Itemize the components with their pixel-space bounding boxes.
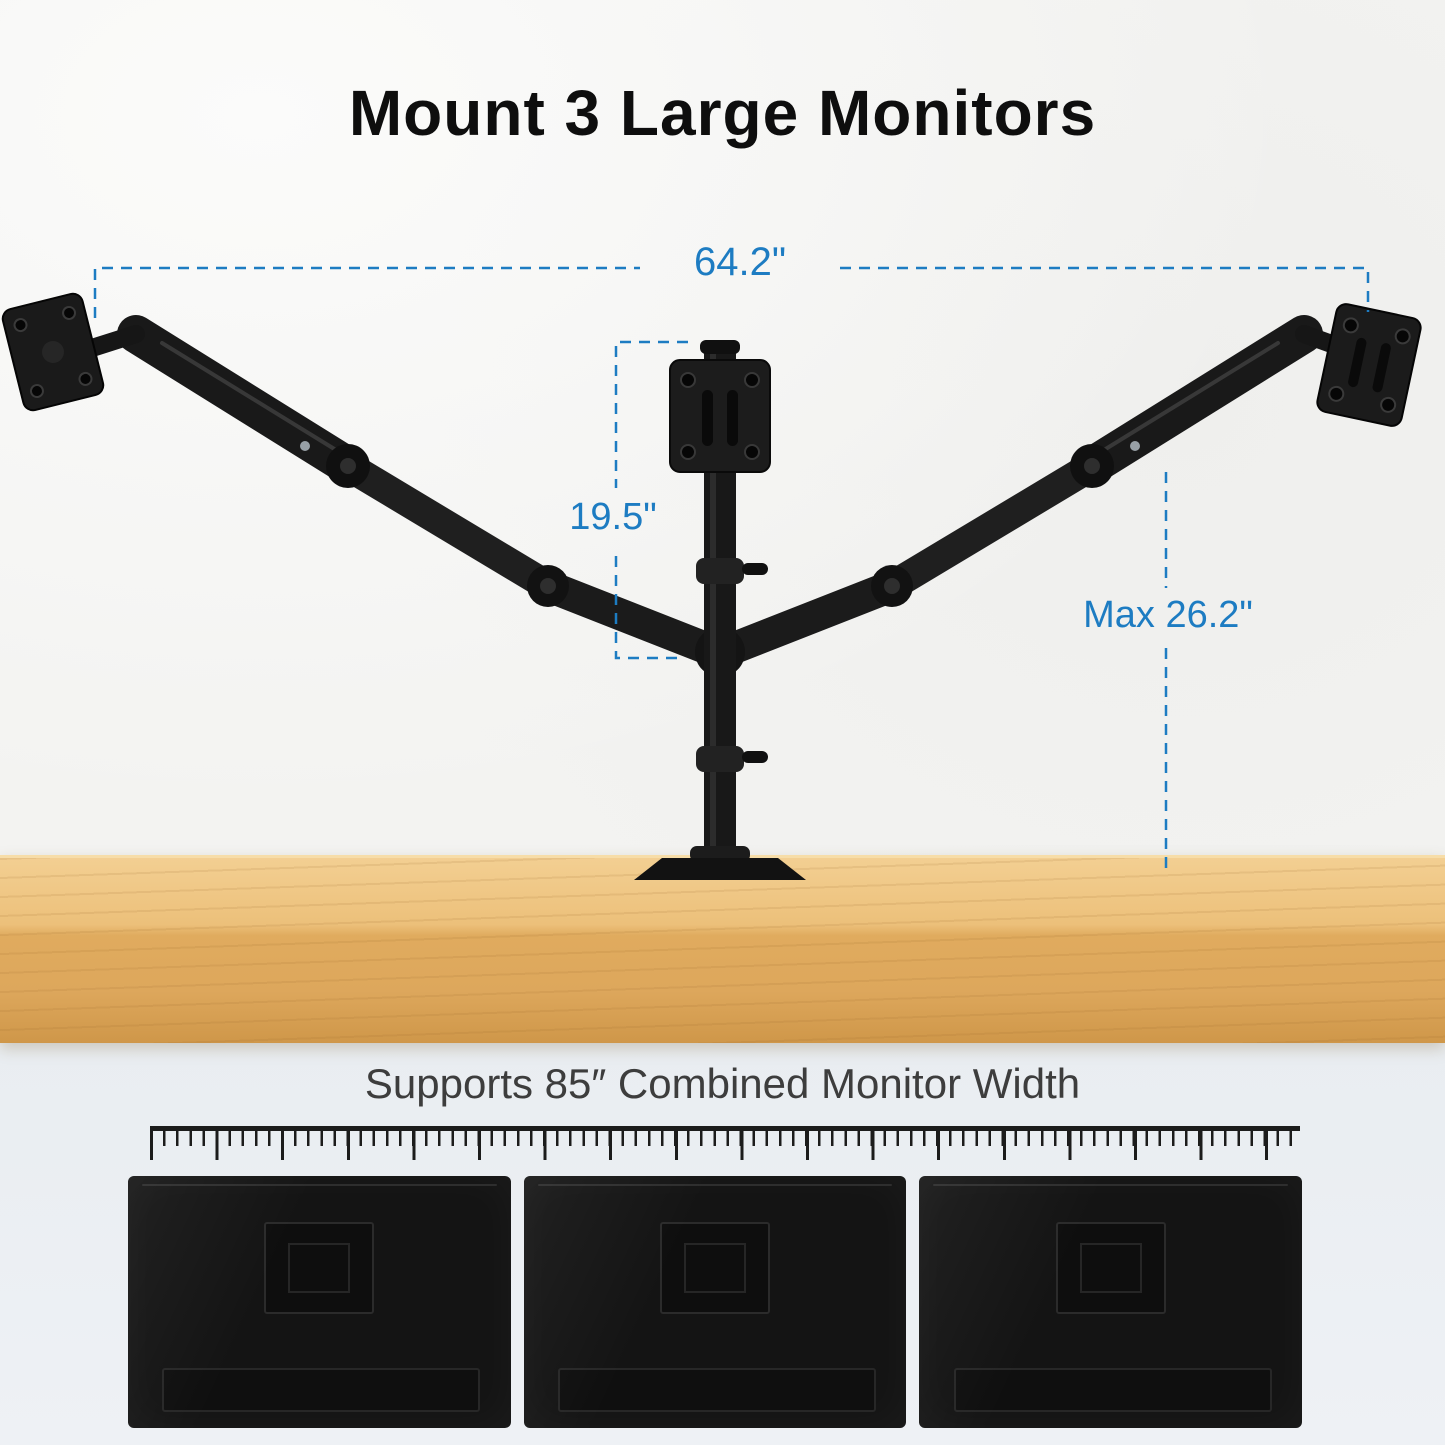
monitor-top-edge	[537, 1184, 893, 1186]
monitor-bottom-vent	[162, 1368, 481, 1412]
monitor-top-edge	[142, 1184, 497, 1186]
width-dimension-label: 64.2"	[693, 240, 787, 284]
center-pole	[634, 340, 806, 880]
monitor-vesa-area	[264, 1222, 375, 1314]
monitors-row	[128, 1176, 1303, 1428]
monitor-back	[919, 1176, 1303, 1428]
monitor-vesa-inner	[288, 1243, 351, 1293]
monitor-vesa-inner	[1079, 1243, 1142, 1293]
monitor-bottom-vent	[558, 1368, 876, 1412]
height-dimension-line-top	[614, 340, 688, 488]
left-arm	[83, 315, 732, 668]
width-dimension-line-right	[840, 266, 1370, 312]
left-vesa-plate	[1, 292, 105, 412]
ruler-bar	[150, 1126, 1300, 1131]
desk-surface	[0, 855, 1445, 1043]
width-dimension-line-left	[93, 266, 640, 318]
height-dimension-line-bottom	[614, 556, 678, 660]
ruler-large-ticks	[150, 1126, 1300, 1160]
page-title: Mount 3 Large Monitors	[348, 77, 1097, 149]
monitor-vesa-area	[1055, 1222, 1166, 1314]
monitor-back	[128, 1176, 511, 1428]
monitor-bottom-vent	[953, 1368, 1272, 1412]
max-reach-dimension-label: Max 26.2"	[1083, 594, 1253, 636]
monitor-top-edge	[933, 1184, 1289, 1186]
monitor-vesa-inner	[684, 1243, 746, 1293]
monitor-vesa-area	[660, 1222, 770, 1314]
ruler	[150, 1126, 1300, 1164]
caption: Supports 85″ Combined Monitor Width	[364, 1060, 1081, 1107]
height-dimension-label: 19.5"	[569, 496, 657, 538]
center-vesa-plate	[669, 359, 771, 473]
dimension-lines	[93, 266, 1370, 876]
monitor-back	[523, 1176, 907, 1428]
right-vesa-plate	[1316, 303, 1422, 427]
right-arm	[708, 315, 1357, 668]
